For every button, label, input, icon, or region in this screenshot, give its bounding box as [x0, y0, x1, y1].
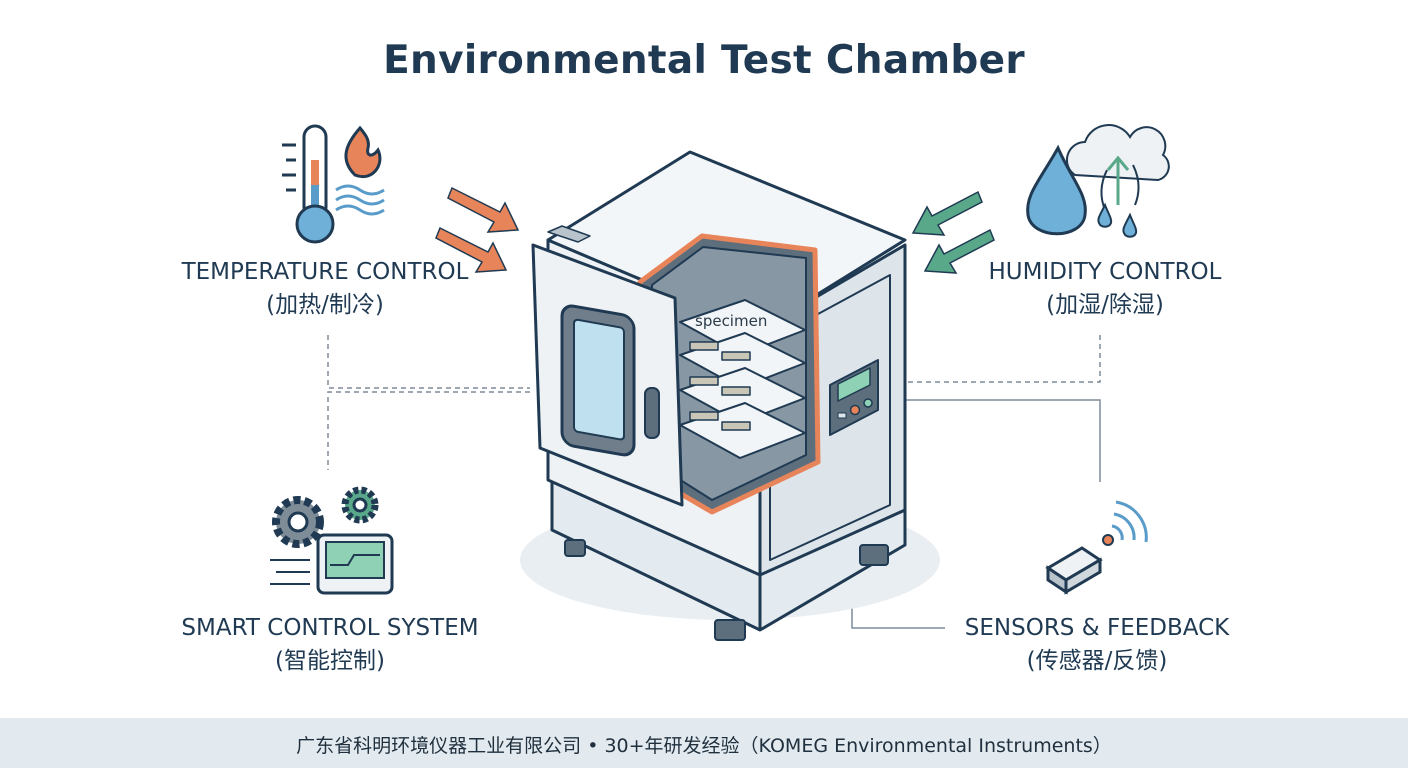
feature-smart-control-system: SMART CONTROL SYSTEM (智能控制)	[160, 612, 500, 678]
feature-subtitle: (加湿/除湿)	[1046, 292, 1164, 318]
feature-title: SMART CONTROL SYSTEM	[181, 615, 479, 641]
wireless-sensor-icon	[1045, 500, 1148, 595]
feature-title: HUMIDITY CONTROL	[988, 259, 1222, 285]
humidity-arrows	[911, 190, 995, 274]
thermometer-flame-icon	[282, 124, 385, 244]
feature-title: SENSORS & FEEDBACK	[964, 615, 1230, 641]
feature-subtitle: (智能控制)	[275, 648, 385, 674]
test-chamber	[520, 150, 940, 641]
control-panel	[829, 359, 879, 436]
feature-temperature-control: TEMPERATURE CONTROL (加热/制冷)	[175, 256, 475, 322]
feature-subtitle: (传感器/反馈)	[1026, 648, 1168, 674]
footer-text: 广东省科明环境仪器工业有限公司 • 30+年研发经验（KOMEG Environ…	[296, 735, 1112, 757]
feature-humidity-control: HUMIDITY CONTROL (加湿/除湿)	[955, 256, 1255, 322]
water-drop-cloud-icon	[1026, 124, 1170, 238]
specimen-label: specimen	[695, 312, 768, 330]
feature-sensors-feedback: SENSORS & FEEDBACK (传感器/反馈)	[937, 612, 1257, 678]
gears-screen-icon	[270, 486, 394, 595]
feature-title: TEMPERATURE CONTROL	[181, 259, 469, 285]
page-title: Environmental Test Chamber	[383, 38, 1025, 83]
feature-subtitle: (加热/制冷)	[266, 292, 384, 318]
heat-arrows	[435, 186, 520, 273]
footer-band	[0, 718, 1408, 768]
